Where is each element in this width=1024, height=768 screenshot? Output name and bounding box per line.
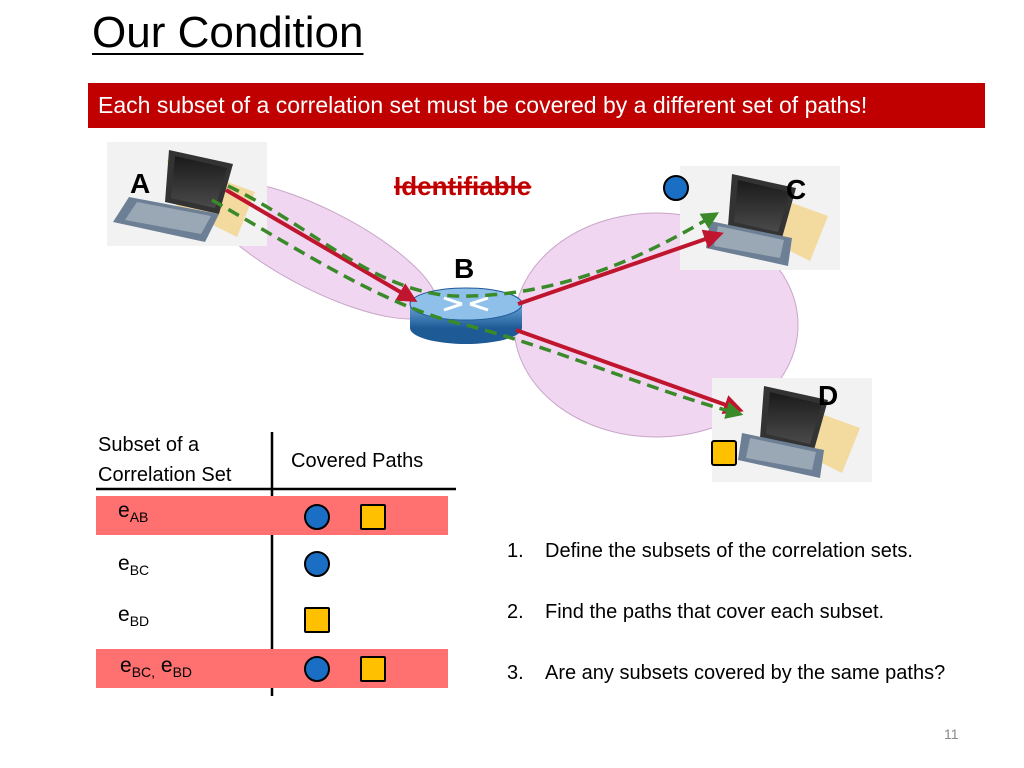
- table-header-paths: Covered Paths: [291, 450, 424, 472]
- circle-path-marker: [304, 656, 330, 682]
- table-row-label: eBC, eBD: [120, 654, 193, 680]
- table-header-subset-line2: Correlation Set: [98, 464, 232, 486]
- node-label-b: B: [454, 253, 474, 284]
- table-row-label: eBD: [118, 603, 150, 629]
- slide-title: Our Condition: [92, 8, 364, 57]
- table-row-label: eBC: [118, 552, 150, 578]
- circle-path-marker: [304, 551, 330, 577]
- table-row-highlight: [96, 649, 448, 688]
- node-label-a: A: [130, 168, 150, 199]
- identifiable-label: Identifiable: [394, 171, 531, 201]
- table-row-label: eAB: [118, 499, 149, 525]
- square-path-marker: [304, 607, 330, 633]
- table-header-subset-line1: Subset of a: [98, 434, 200, 456]
- link-arrow-a-b: [224, 188, 418, 303]
- link-arrow-b-d: [515, 328, 744, 415]
- node-label-d: D: [818, 380, 838, 411]
- path-circle-marker: [663, 175, 689, 201]
- laptop-d-icon: [712, 378, 872, 482]
- steps-list: 1.Define the subsets of the correlation …: [507, 540, 945, 723]
- link-arrow-b-c: [517, 229, 724, 306]
- laptop-c-icon: [680, 166, 840, 270]
- laptop-a-icon: [107, 142, 267, 246]
- page-number: 11: [944, 726, 959, 742]
- list-item: 1.Define the subsets of the correlation …: [507, 540, 913, 562]
- table-row-highlight: [96, 496, 448, 535]
- path-square-dashed: [211, 198, 744, 419]
- circle-path-marker: [304, 504, 330, 530]
- list-item: 3.Are any subsets covered by the same pa…: [507, 662, 946, 684]
- square-path-marker: [360, 656, 386, 682]
- node-label-c: C: [786, 174, 806, 205]
- condition-banner: Each subset of a correlation set must be…: [88, 83, 985, 128]
- table-header-subset: Subset of a Correlation Set: [98, 430, 231, 490]
- list-item: 2.Find the paths that cover each subset.: [507, 601, 885, 623]
- path-square-marker: [711, 440, 737, 466]
- path-circle-dashed: [227, 184, 719, 298]
- square-path-marker: [360, 504, 386, 530]
